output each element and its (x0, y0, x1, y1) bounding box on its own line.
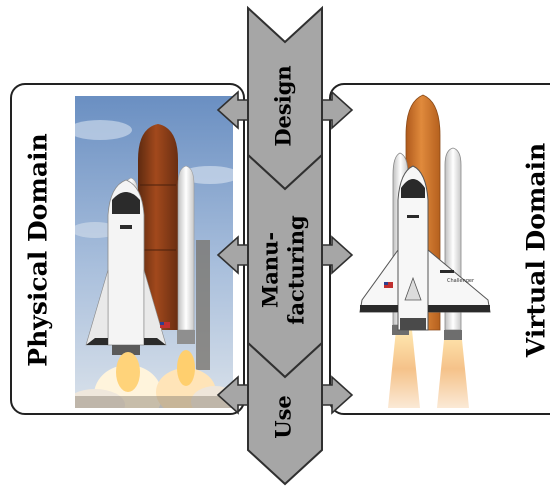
stage-label-manufacturing-line1: Manu- (258, 232, 283, 308)
stage-label-design: Design (271, 65, 296, 146)
virtual-domain-title: Virtual Domain (522, 143, 550, 358)
stage-label-manufacturing-line2: facturing (284, 215, 309, 325)
space-shuttle-launch-photo (75, 96, 233, 408)
virtual-shuttle-name: Challenger (447, 278, 475, 284)
physical-domain-title: Physical Domain (24, 133, 53, 366)
chevron-use (247, 340, 323, 486)
lifecycle-chevrons (247, 5, 323, 486)
space-shuttle-3d-model: Challenger (359, 94, 491, 408)
stage-label-use: Use (271, 395, 296, 439)
